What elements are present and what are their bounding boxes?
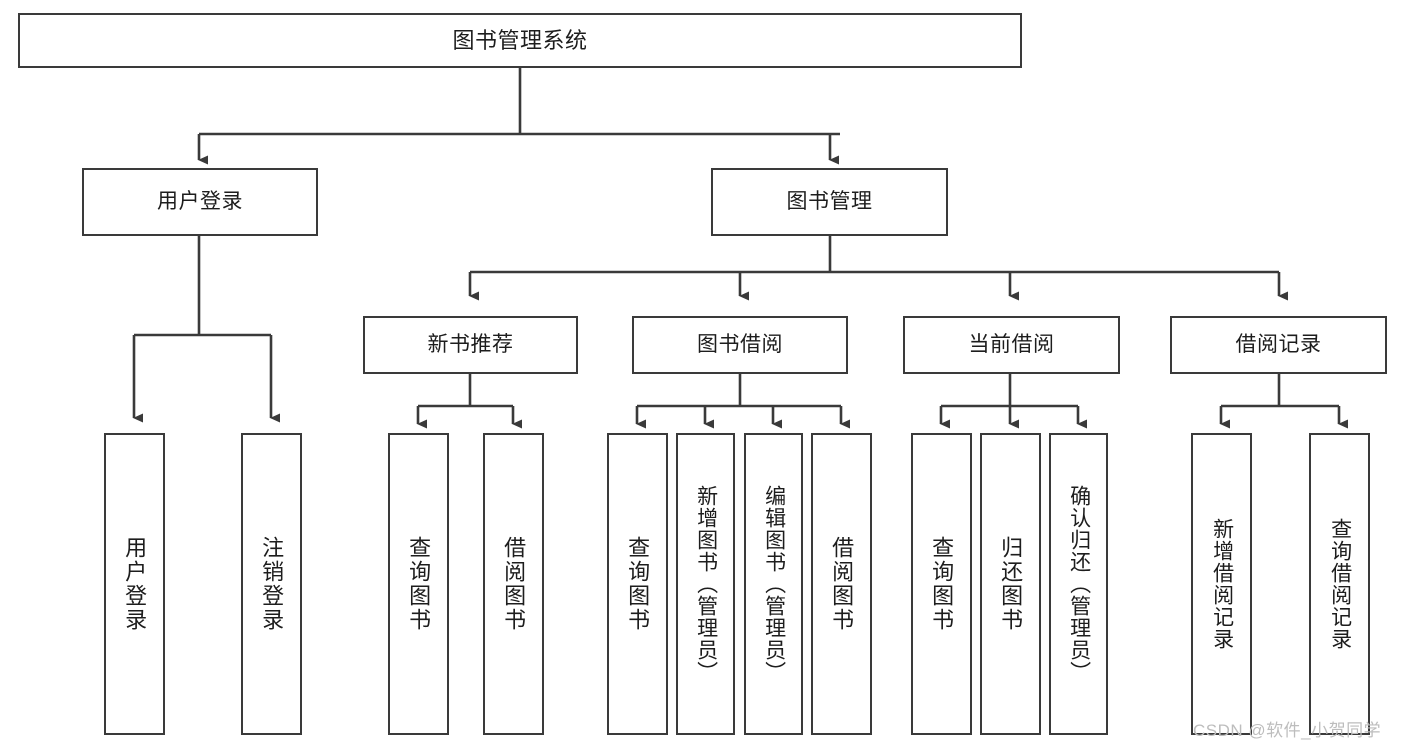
leaf-query-book-1-label: 查询图书 <box>406 536 432 632</box>
leaf-query-book-2-label: 查询图书 <box>625 536 651 632</box>
node-book-manage-label: 图书管理 <box>786 189 873 213</box>
leaf-user-logout[interactable]: 注销登录 <box>241 433 302 735</box>
node-borrow-record-label: 借阅记录 <box>1235 332 1322 356</box>
watermark: CSDN @软件_小贺同学 <box>1193 721 1382 740</box>
leaf-edit-book[interactable]: 编辑图书（管理员） <box>744 433 803 735</box>
leaf-confirm-return[interactable]: 确认归还（管理员） <box>1049 433 1108 735</box>
node-new-book-rec[interactable]: 新书推荐 <box>363 316 578 374</box>
leaf-add-book-label: 新增图书（管理员） <box>694 485 718 683</box>
leaf-edit-book-label: 编辑图书（管理员） <box>762 485 786 683</box>
leaf-confirm-return-label: 确认归还（管理员） <box>1067 485 1091 683</box>
node-book-borrow-label: 图书借阅 <box>697 332 783 356</box>
leaf-query-book-2[interactable]: 查询图书 <box>607 433 668 735</box>
node-user-login[interactable]: 用户登录 <box>82 168 318 236</box>
node-new-book-rec-label: 新书推荐 <box>427 332 514 356</box>
node-root[interactable]: 图书管理系统 <box>18 13 1022 68</box>
leaf-query-record-label: 查询借阅记录 <box>1328 518 1352 650</box>
leaf-add-record[interactable]: 新增借阅记录 <box>1191 433 1252 735</box>
leaf-add-record-label: 新增借阅记录 <box>1210 518 1234 650</box>
leaf-add-book[interactable]: 新增图书（管理员） <box>676 433 735 735</box>
leaf-borrow-book-1-label: 借阅图书 <box>501 536 527 632</box>
leaf-query-record[interactable]: 查询借阅记录 <box>1309 433 1370 735</box>
leaf-return-book-label: 归还图书 <box>998 536 1024 632</box>
node-user-login-label: 用户登录 <box>157 189 243 213</box>
leaf-borrow-book-1[interactable]: 借阅图书 <box>483 433 544 735</box>
leaf-borrow-book-2-label: 借阅图书 <box>829 536 855 632</box>
leaf-user-login-label: 用户登录 <box>122 536 148 632</box>
node-current-borrow[interactable]: 当前借阅 <box>903 316 1120 374</box>
node-current-borrow-label: 当前借阅 <box>968 332 1055 356</box>
leaf-query-book-1[interactable]: 查询图书 <box>388 433 449 735</box>
leaf-borrow-book-2[interactable]: 借阅图书 <box>811 433 872 735</box>
node-root-label: 图书管理系统 <box>452 27 588 53</box>
leaf-user-logout-label: 注销登录 <box>259 536 285 632</box>
leaf-query-book-3[interactable]: 查询图书 <box>911 433 972 735</box>
node-book-borrow[interactable]: 图书借阅 <box>632 316 848 374</box>
leaf-user-login[interactable]: 用户登录 <box>104 433 165 735</box>
node-book-manage[interactable]: 图书管理 <box>711 168 948 236</box>
leaf-return-book[interactable]: 归还图书 <box>980 433 1041 735</box>
leaf-query-book-3-label: 查询图书 <box>929 536 955 632</box>
node-borrow-record[interactable]: 借阅记录 <box>1170 316 1387 374</box>
